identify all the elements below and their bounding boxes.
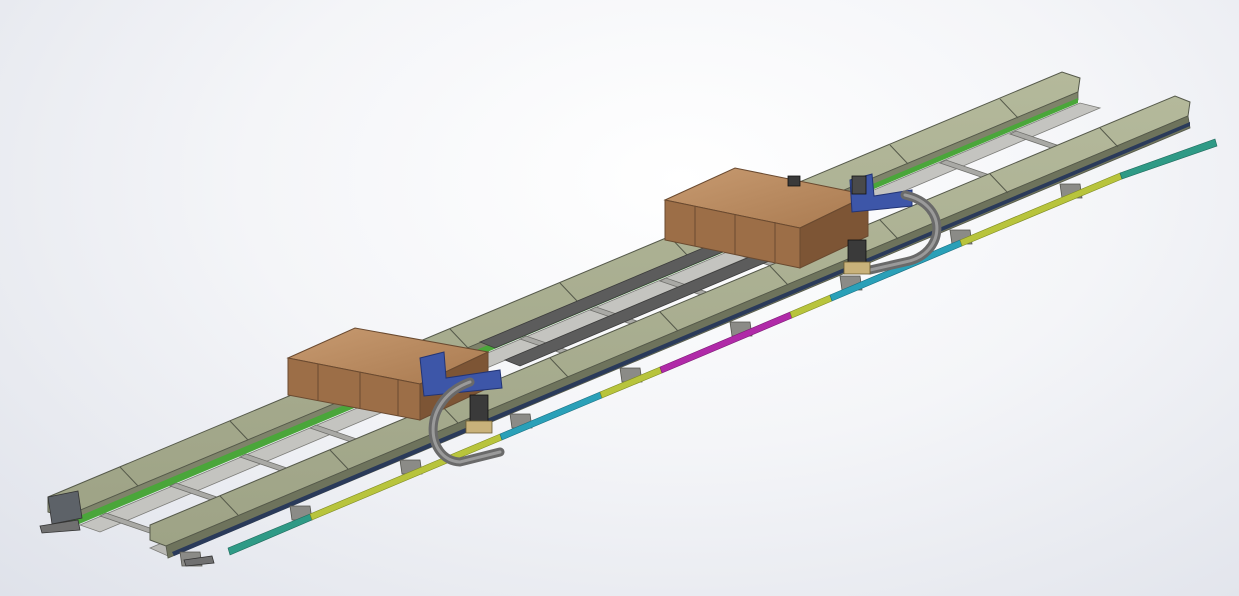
carriage-right-ribs [694, 206, 776, 262]
carriage-left[interactable] [286, 327, 505, 467]
front-rail-joints [219, 127, 1119, 516]
motor-icon-right [787, 175, 871, 275]
carriage-left-ribs [317, 364, 399, 416]
front-rail-top [149, 95, 1191, 547]
back-rail[interactable] [47, 71, 1081, 529]
carriage-right-side [799, 194, 869, 269]
front-rail-track [172, 122, 1190, 556]
frame-inner-back [78, 102, 1102, 533]
rack-strips[interactable] [227, 138, 1218, 556]
rack-teal-b [1119, 138, 1218, 180]
motor-icon [465, 394, 493, 434]
rack-yellow-c [789, 294, 833, 319]
back-rail-top [47, 71, 1081, 518]
carriage-right[interactable] [663, 167, 942, 275]
carriage-left-bracket [419, 351, 503, 397]
end-cap-icon [39, 490, 215, 567]
front-rail[interactable] [149, 95, 1191, 567]
